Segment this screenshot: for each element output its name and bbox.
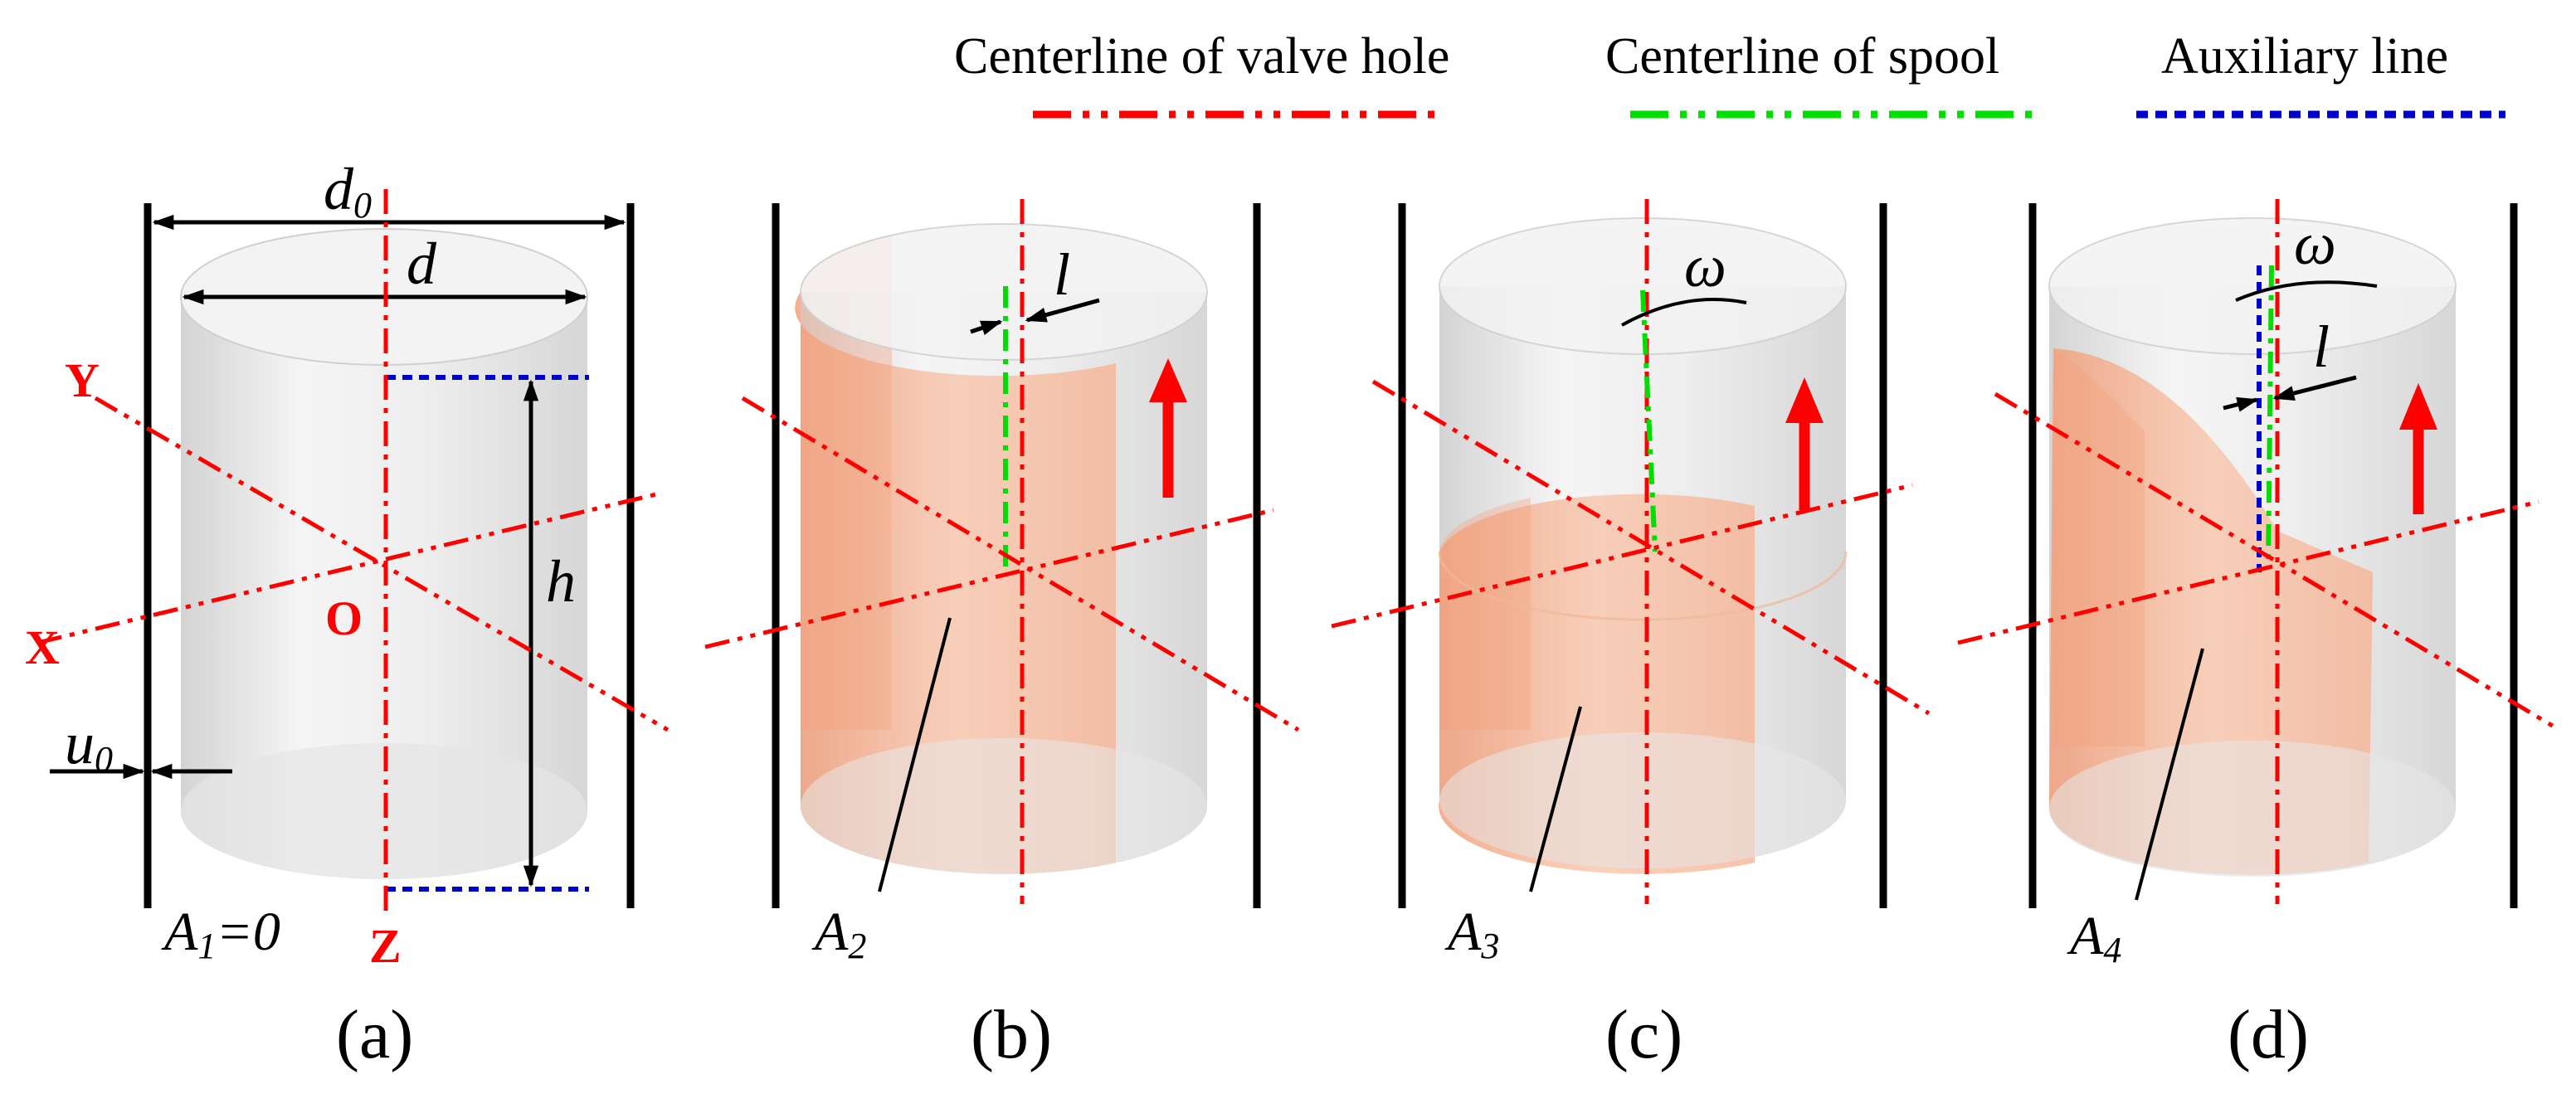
area-label-a1: A1=0 xyxy=(161,902,280,966)
caption-a: (a) xyxy=(336,996,413,1073)
area-leader-a3 xyxy=(1529,706,1582,892)
x-axis xyxy=(1331,483,1913,629)
panel-a: d0 d h u0 Y X Z O A1=0 (a) xyxy=(25,156,670,1073)
motion-arrow-head xyxy=(1149,358,1187,402)
y-axis xyxy=(741,396,1300,732)
outer-diameter-label: d0 xyxy=(324,156,372,226)
height-label: h xyxy=(546,548,576,615)
offset-label: l xyxy=(2313,314,2330,380)
panel-b: l A2 (b) xyxy=(704,199,1300,1073)
clearance-label: u0 xyxy=(65,710,113,780)
axis-label-x: X xyxy=(25,620,60,674)
area-label-a2: A2 xyxy=(811,902,866,966)
spool-cylinder xyxy=(795,223,1208,874)
axis-label-y: Y xyxy=(65,353,100,407)
spool-cylinder xyxy=(2048,217,2457,877)
motion-arrow-head xyxy=(2399,383,2437,430)
caption-b: (b) xyxy=(971,996,1052,1073)
angle-arc xyxy=(1621,298,1747,327)
offset-arrow-in xyxy=(970,319,1003,336)
area-label-a3: A3 xyxy=(1444,902,1499,966)
legend-label-auxiliary: Auxiliary line xyxy=(2161,28,2448,85)
area-label-a4: A4 xyxy=(2067,906,2121,970)
spool-centerline xyxy=(1640,289,1658,552)
panel-c: ω A3 (c) xyxy=(1331,199,1931,1073)
angle-arc xyxy=(2235,280,2378,302)
x-axis xyxy=(704,508,1274,649)
motion-arrow-head xyxy=(1785,377,1824,423)
panel-d: ω l A4 (d) xyxy=(1957,199,2561,1073)
caption-c: (c) xyxy=(1605,996,1682,1073)
offset-arrow-out xyxy=(2272,375,2357,401)
legend: Centerline of valve hole Centerline of s… xyxy=(954,28,2505,119)
caption-d: (d) xyxy=(2228,996,2309,1073)
legend-label-valve-hole: Centerline of valve hole xyxy=(954,28,1449,85)
y-axis xyxy=(94,396,670,732)
angle-label: ω xyxy=(1684,233,1726,299)
offset-arrow-in xyxy=(2223,396,2259,412)
spool-cylinder xyxy=(1438,217,1848,874)
spool-diameter-label: d xyxy=(407,231,437,297)
y-axis xyxy=(1994,391,2561,732)
spool-centerline xyxy=(2266,265,2274,569)
axis-label-z: Z xyxy=(369,919,402,973)
x-axis xyxy=(37,491,660,645)
angle-label: ω xyxy=(2294,211,2336,277)
legend-label-spool: Centerline of spool xyxy=(1605,28,1999,85)
area-leader-a4 xyxy=(2135,648,2204,901)
offset-label: l xyxy=(1054,241,1070,308)
x-axis xyxy=(1957,499,2539,645)
y-axis xyxy=(1371,379,1931,716)
overlap-area-a2 xyxy=(795,292,1116,874)
origin-label: O xyxy=(325,591,363,645)
area-leader-a2 xyxy=(878,617,952,892)
offset-arrow-out xyxy=(1025,298,1100,323)
